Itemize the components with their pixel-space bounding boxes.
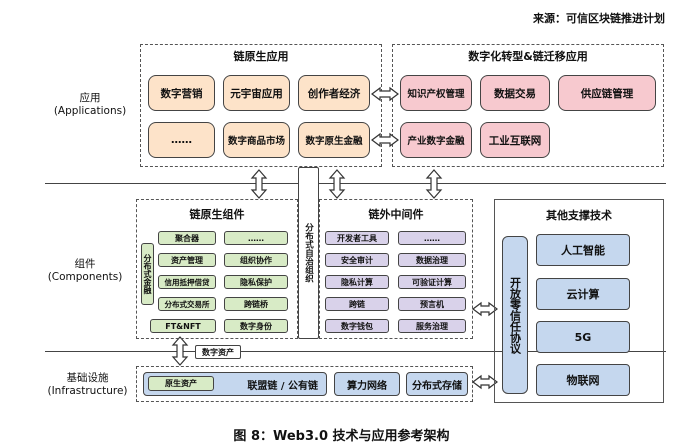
mw-oracle: 预言机 [398, 297, 466, 311]
mw-service-governance: 服务治理 [398, 319, 466, 333]
mw-verifiable-computing: 可验证计算 [398, 275, 466, 289]
app-creator-economy: 创作者经济 [298, 75, 370, 111]
native-asset-box: 原生资产 [148, 376, 214, 391]
divider-top [45, 183, 666, 184]
other-tech-group [494, 199, 664, 403]
comp-digital-identity: 数字身份 [224, 319, 288, 333]
distributed-finance-label: 分布式金融 [141, 243, 154, 305]
divider-bottom [45, 351, 666, 352]
app-digital-native-finance: 数字原生金融 [298, 122, 370, 158]
app-data-trading: 数据交易 [480, 75, 550, 111]
mw-security-audit: 安全审计 [325, 253, 389, 267]
tech-iot: 物联网 [536, 364, 630, 396]
computing-network-box: 算力网络 [334, 372, 400, 396]
digital-transform-title: 数字化转型&链迁移应用 [468, 50, 588, 63]
tech-ai: 人工智能 [536, 234, 630, 266]
comp-privacy: 隐私保护 [224, 275, 288, 289]
digital-transform-group [392, 44, 664, 167]
arrow-v-1 [250, 169, 268, 199]
arrow-v-3 [425, 169, 443, 199]
layer-label-components: 组件(Components) [47, 258, 123, 283]
tech-5g: 5G [536, 321, 630, 353]
mw-ellipsis: …… [398, 231, 466, 245]
comp-org-collab: 组织协作 [224, 253, 288, 267]
distributed-storage-box: 分布式存储 [406, 372, 468, 396]
app-industry-finance: 产业数字金融 [400, 122, 472, 158]
mw-privacy-computing: 隐私计算 [325, 275, 389, 289]
app-digital-goods-market: 数字商品市场 [223, 122, 290, 158]
offchain-middleware-group [319, 199, 473, 339]
comp-credit-lending: 信用抵押借贷 [158, 275, 216, 289]
mw-cross-chain: 跨链 [325, 297, 389, 311]
mw-digital-wallet: 数字钱包 [325, 319, 389, 333]
tech-cloud: 云计算 [536, 278, 630, 310]
digital-asset-label: 数字资产 [195, 345, 241, 359]
mw-dev-tools: 开发者工具 [325, 231, 389, 245]
arrow-v-2 [328, 169, 346, 199]
source-note: 来源：可信区块链推进计划 [533, 12, 665, 25]
layer-label-infrastructure: 基础设施(Infrastructure) [47, 372, 128, 397]
comp-ellipsis: …… [224, 231, 288, 245]
app-metaverse: 元宇宙应用 [223, 75, 290, 111]
layer-label-applications: 应用(Applications) [53, 92, 127, 117]
consortium-chain-label: 联盟链 / 公有链 [247, 380, 318, 392]
chain-native-components-title: 链原生组件 [189, 208, 245, 221]
app-supply-chain: 供应链管理 [558, 75, 656, 111]
chain-native-apps-group [140, 44, 382, 167]
comp-ft-nft: FT&NFT [150, 319, 216, 333]
chain-native-components-group [136, 199, 298, 339]
comp-aggregator: 聚合器 [158, 231, 216, 245]
zero-trust-protocol: 开放零信任协议 [502, 236, 528, 394]
comp-bridge: 跨链桥 [224, 297, 288, 311]
other-tech-title: 其他支撑技术 [546, 209, 612, 222]
app-ip-management: 知识产权管理 [400, 75, 472, 111]
dao-bar: 分布式自治组织 [298, 167, 319, 339]
app-ellipsis: …… [148, 122, 215, 158]
chain-native-apps-title: 链原生应用 [233, 50, 289, 63]
app-digital-marketing: 数字营销 [148, 75, 215, 111]
mw-data-governance: 数据治理 [398, 253, 466, 267]
comp-asset-management: 资产管理 [158, 253, 216, 267]
app-industrial-internet: 工业互联网 [480, 122, 550, 158]
figure-caption: 图 8：Web3.0 技术与应用参考架构 [233, 429, 450, 444]
offchain-middleware-title: 链外中间件 [368, 208, 424, 221]
comp-dex: 分布式交易所 [158, 297, 216, 311]
infrastructure-group [136, 366, 473, 402]
